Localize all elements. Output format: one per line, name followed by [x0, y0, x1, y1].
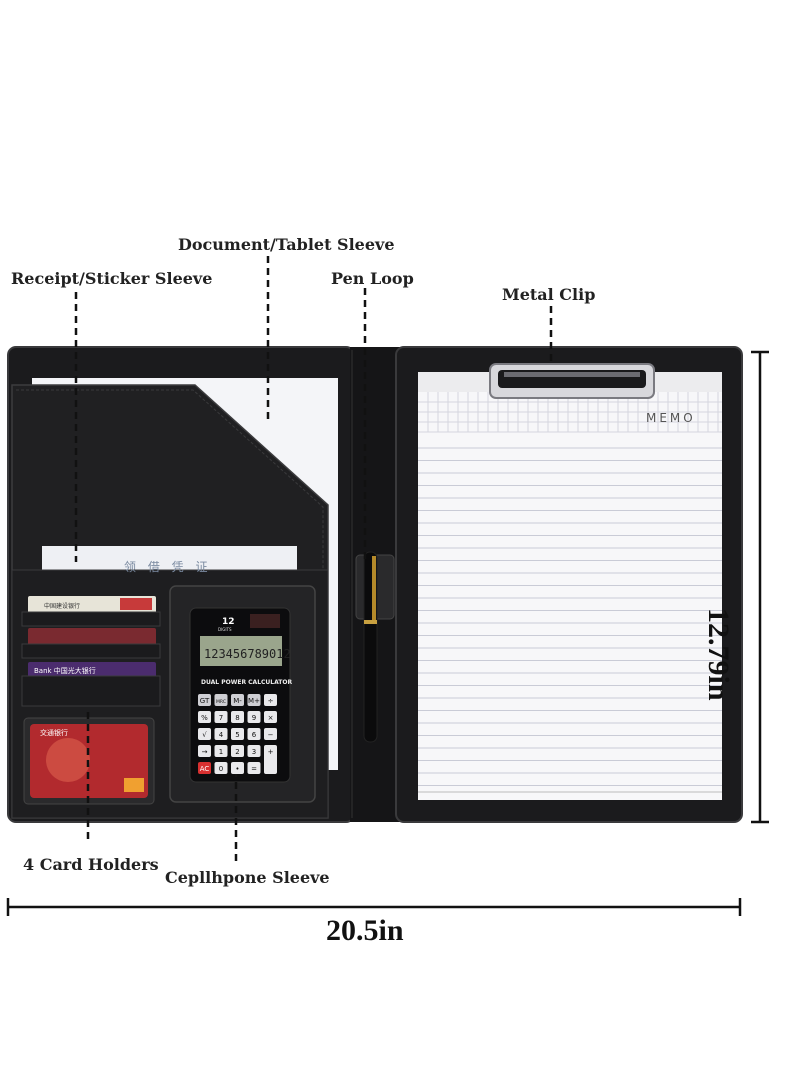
calculator-key-label: 6 [252, 731, 257, 739]
calculator-key-label: 7 [219, 714, 223, 722]
calculator-key [198, 728, 211, 740]
calculator-key [231, 762, 244, 774]
calculator-key [264, 745, 277, 774]
calculator-key [247, 728, 261, 740]
calculator-key [231, 711, 244, 723]
calculator-key [214, 694, 228, 706]
height-label: 12.79in [702, 608, 735, 701]
calculator-key-label: 4 [219, 731, 224, 739]
calculator-key [198, 711, 211, 723]
label-metal-clip: Metal Clip [502, 285, 596, 304]
receipt-text: 领 借 凭 证 [124, 559, 211, 574]
calculator-key-label: → [202, 748, 208, 756]
label-pen-loop: Pen Loop [331, 269, 414, 288]
calculator-key [247, 711, 261, 723]
calculator-display-text: 123456789012 [204, 647, 291, 661]
calculator-key [214, 711, 228, 723]
width-dimension [6, 898, 742, 916]
calculator-key-label: M+ [248, 697, 260, 705]
notepad [418, 392, 722, 800]
calculator-key-label: 3 [252, 748, 256, 756]
calculator-key [231, 745, 244, 757]
calculator-key-label: 0 [219, 765, 223, 773]
calculator-key [198, 694, 211, 706]
calculator-key-label: AC [200, 765, 210, 773]
card1-text: 中国建设银行 [44, 602, 80, 610]
card4-text: 交通银行 [40, 728, 68, 737]
calculator-key [198, 762, 211, 774]
calculator-key-label: ÷ [268, 697, 274, 705]
width-label: 20.5in [326, 914, 404, 947]
leader-lines [74, 256, 553, 862]
calculator-key [247, 694, 261, 706]
memo-header: MEMO [646, 411, 696, 425]
label-card-holders: 4 Card Holders [23, 855, 159, 874]
label-receipt-sleeve: Receipt/Sticker Sleeve [11, 269, 213, 288]
calculator-key-label: 1 [219, 748, 223, 756]
label-document-sleeve: Document/Tablet Sleeve [178, 235, 395, 254]
calculator-key [247, 745, 261, 757]
calculator-key-label: 8 [235, 714, 239, 722]
calculator-key-label: 9 [252, 714, 256, 722]
calculator-key-label: × [268, 714, 274, 722]
calculator-key [214, 762, 228, 774]
calculator-key [198, 745, 211, 757]
calculator-key-label: MRC [216, 699, 226, 705]
card3-text: Bank 中国光大银行 [34, 666, 96, 675]
calculator-key [231, 694, 244, 706]
calculator-key [231, 728, 244, 740]
calculator-keys: GT MRC M- M+ ÷% 7 8 9 × √ 4 5 6 − → 1 2 3 + AC 0 • = [198, 694, 277, 774]
calculator-key [264, 694, 277, 706]
calculator-key [214, 728, 228, 740]
notepad-grid [418, 401, 722, 433]
calculator-key-label: GT [200, 697, 210, 705]
calculator-key-label: √ [202, 731, 207, 739]
calculator-key-label: 2 [235, 748, 239, 756]
calculator-key-label: % [201, 714, 208, 722]
calculator-key-label: M- [233, 697, 242, 705]
calculator-digits-word: DIGITS [218, 627, 232, 632]
label-cellphone-sleeve: Cepllhpone Sleeve [165, 868, 330, 887]
calculator-key [214, 745, 228, 757]
calculator-digits-badge: 12 [222, 617, 235, 627]
height-dimension [751, 350, 769, 824]
calculator-key-label: + [268, 748, 274, 756]
calculator-key-label: = [251, 765, 257, 773]
calculator-key-label: • [235, 765, 239, 773]
calculator-brand: DUAL POWER CALCULATOR [201, 679, 292, 686]
calculator-display [200, 636, 282, 666]
calculator-key-label: 5 [235, 731, 239, 739]
calculator-key [264, 711, 277, 723]
calculator-key-label: − [268, 731, 274, 739]
ruled-lines [418, 447, 722, 786]
calculator-key [247, 762, 261, 774]
calculator-key [264, 728, 277, 740]
